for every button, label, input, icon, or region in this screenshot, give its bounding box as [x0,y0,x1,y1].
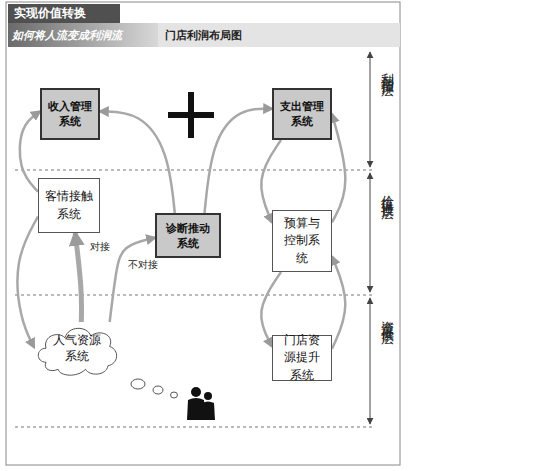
layer-bracket [370,52,371,424]
person-icon [187,387,215,420]
node-text: 支出管理系统 [279,99,325,129]
node-text: 人气资源系统 [48,333,106,364]
diagram-title: 门店利润布局图 [165,28,242,43]
header-strip [8,23,400,47]
system-box: 诊断推动系统 [155,213,221,258]
flow-arrow [110,238,155,322]
system-box: 支出管理系统 [272,88,332,140]
layer-label: 资源提供层 [378,310,396,325]
node-text: 收入管理系统 [47,99,93,129]
header-text: 如何将人流变成利润流 [12,28,122,43]
layer-divider [15,170,375,427]
node-text: 诊断推动系统 [162,221,214,251]
plus-symbol [168,92,214,138]
cloud-node: 人气资源系统 [34,322,120,378]
process-box: 预算与控制系统 [272,210,332,272]
node-text: 预算与控制系统 [279,215,325,267]
node-text: 客情接触系统 [45,188,93,223]
header-band [8,4,120,23]
node-text: 门店资源提升系统 [279,332,325,384]
system-box: 收入管理系统 [40,88,100,140]
process-box: 门店资源提升系统 [272,335,332,381]
layer-label: 价值转换层 [378,185,396,200]
flow-arrow [20,111,40,191]
header-text: 实现价值转换 [14,5,86,22]
edge-label: 不对接 [128,258,158,272]
process-box: 客情接触系统 [38,178,100,233]
flow-arrow [75,233,81,322]
layer-label: 利润指挥层 [378,62,396,77]
flow-arrow [205,109,273,213]
flow-arrow [332,114,345,222]
flow-arrow [332,257,345,349]
flow-arrow [18,217,38,348]
edge-label: 对接 [90,240,110,254]
flow-arrow [100,111,175,213]
thought-bubble [131,379,178,398]
frame [6,2,400,465]
header-band [8,23,158,47]
